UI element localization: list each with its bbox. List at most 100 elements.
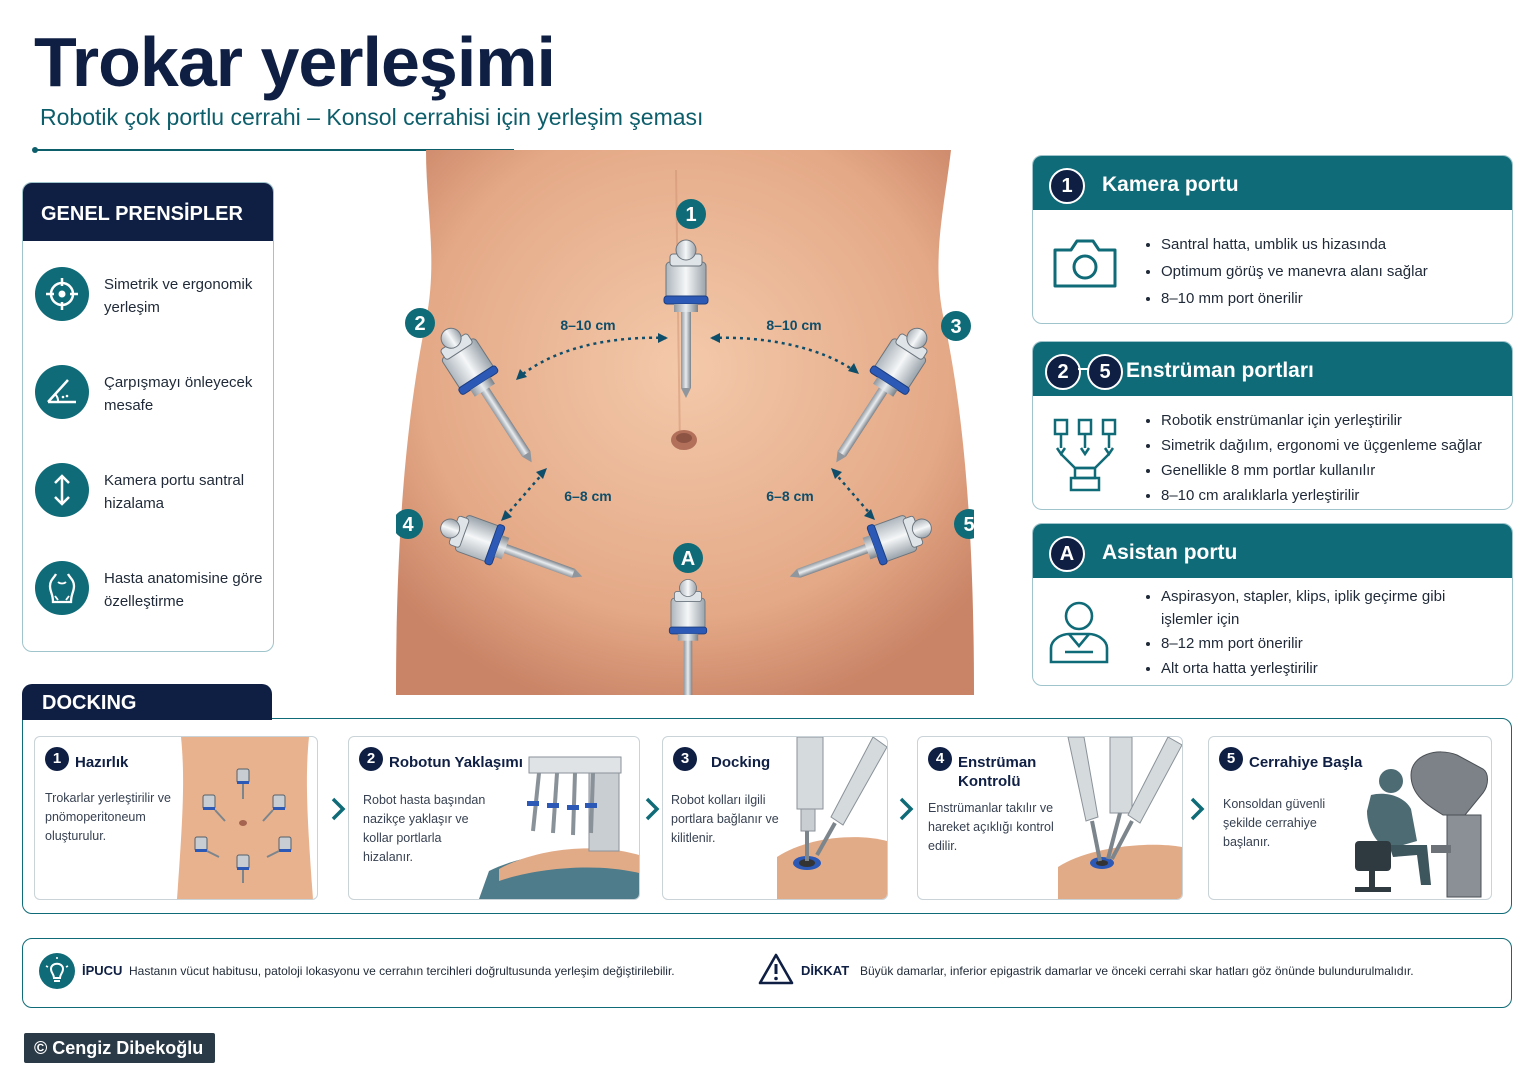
chevron-right-icon <box>1190 797 1205 821</box>
page-subtitle: Robotik çok portlu cerrahi – Konsol cerr… <box>40 104 704 130</box>
torso-icon <box>35 561 89 615</box>
principle-text: Çarpışmayı önleyecek mesafe <box>104 374 253 414</box>
principle-item: Çarpışmayı önleyecek mesafe <box>35 363 265 425</box>
svg-text:5: 5 <box>963 514 974 536</box>
title-divider <box>32 147 514 153</box>
warning-label: DİKKAT <box>801 963 850 978</box>
docking-step-3: 3 Docking Robot kolları ilgili portlara … <box>662 736 888 900</box>
assistant-port-card: A Asistan portu Aspirasyon, stapler, kli… <box>1032 523 1513 686</box>
distance-label-lower-right: 6–8 cm <box>766 488 813 504</box>
principle-item: Kamera portu santral hizalama <box>35 461 265 523</box>
instrument-ports-card: 2 5 Enstrüman portları Robotik enstrüman… <box>1032 341 1513 510</box>
step-number-badge: 2 <box>359 747 383 771</box>
robot-docking-illustration <box>777 737 887 899</box>
warning-text: Büyük damarlar, inferior epigastrik dama… <box>860 964 1414 978</box>
page-title: Trokar yerleşimi <box>34 23 556 101</box>
instrument-badge-connector <box>1078 368 1090 370</box>
tip-text: Hastanın vücut habitusu, patoloji lokasy… <box>129 964 675 978</box>
instrument-ports-bullet: 8–10 cm aralıklarla yerleştirilir <box>1161 483 1482 508</box>
docking-step-1: 1 Hazırlık Trokarlar yerleştirilir ve pn… <box>34 736 318 900</box>
assistant-port-bullets: Aspirasyon, stapler, klips, iplik geçirm… <box>1143 586 1481 680</box>
chevron-right-icon <box>645 797 660 821</box>
assistant-person-icon <box>1049 601 1109 664</box>
camera-icon <box>1053 239 1117 288</box>
chevron-right-icon <box>331 797 346 821</box>
instrument-ports-bullet: Simetrik dağılım, ergonomi ve üçgenleme … <box>1161 433 1482 458</box>
abdomen-port-diagram: 8–10 cm 8–10 cm 6–8 cm 6–8 cm 1 2 3 4 5 … <box>396 150 974 695</box>
docking-step-5: 5 Cerrahiye Başla Konsoldan güvenli şeki… <box>1208 736 1492 900</box>
step-text: Robot hasta başından nazikçe yaklaşır ve… <box>363 793 486 864</box>
chevron-right-icon <box>899 797 914 821</box>
svg-text:3: 3 <box>950 316 961 338</box>
assistant-port-bullet: Alt orta hatta yerleştirilir <box>1161 658 1481 681</box>
distance-label-upper-left: 8–10 cm <box>560 317 615 333</box>
assistant-port-bullet: 8–12 mm port önerilir <box>1161 633 1481 656</box>
camera-port-bullet: 8–10 mm port önerilir <box>1161 285 1428 312</box>
step-title: Enstrüman Kontrolü <box>958 754 1037 790</box>
step-title: Robotun Yaklaşımı <box>389 754 523 771</box>
tip-warning-bar <box>22 938 1512 1008</box>
copyright-badge: © Cengiz Dibekoğlu <box>24 1033 216 1063</box>
instrument-badge-end: 5 <box>1087 354 1123 390</box>
robot-approach-illustration <box>479 756 639 899</box>
camera-port-bullet: Santral hatta, umblik us hizasında <box>1161 231 1428 258</box>
assistant-port-header: A Asistan portu <box>1033 524 1512 578</box>
step-text: Enstrümanlar takılır ve hareket açıklığı… <box>928 801 1054 853</box>
port-badge-3: 3 <box>941 311 971 341</box>
step-title: Docking <box>711 754 771 771</box>
instrument-ports-bullet: Genellikle 8 mm portlar kullanılır <box>1161 458 1482 483</box>
port-badge-a: A <box>673 543 703 573</box>
step-title: Cerrahiye Başla <box>1249 754 1363 771</box>
surgeon-console-illustration <box>1355 751 1488 898</box>
step-title: Hazırlık <box>75 754 129 771</box>
prepared-abdomen-illustration <box>177 737 313 899</box>
step-number-badge: 1 <box>45 747 69 771</box>
step-text: Robot kolları ilgili portlara bağlanır v… <box>671 793 779 845</box>
step-number-badge: 4 <box>928 747 952 771</box>
step-number-badge: 5 <box>1219 747 1243 771</box>
principles-title: GENEL PRENSİPLER <box>23 183 273 241</box>
assistant-port-title: Asistan portu <box>1102 541 1238 564</box>
docking-title: DOCKING <box>22 684 272 720</box>
instrument-ports-bullets: Robotik enstrümanlar için yerleştirilir … <box>1143 408 1482 508</box>
docking-panel <box>22 718 1512 914</box>
camera-port-card: 1 Kamera portu Santral hatta, umblik us … <box>1032 155 1513 324</box>
docking-step-2: 2 Robotun Yaklaşımı Robot hasta başından… <box>348 736 640 900</box>
instrument-badge-start: 2 <box>1045 354 1081 390</box>
step-text: Konsoldan güvenli şekilde cerrahiye başl… <box>1223 797 1326 849</box>
step-number-badge: 3 <box>673 747 697 771</box>
principle-text: Simetrik ve ergonomik yerleşim <box>104 276 253 316</box>
assistant-port-bullet: Aspirasyon, stapler, klips, iplik geçirm… <box>1161 586 1481 631</box>
camera-port-bullets: Santral hatta, umblik us hizasında Optim… <box>1143 231 1428 312</box>
instrument-ports-bullet: Robotik enstrümanlar için yerleştirilir <box>1161 408 1482 433</box>
camera-port-bullet: Optimum görüş ve manevra alanı sağlar <box>1161 258 1428 285</box>
warning-triangle-icon <box>758 953 794 985</box>
docking-step-4: 4 Enstrüman Kontrolü Enstrümanlar takılı… <box>917 736 1183 900</box>
svg-text:4: 4 <box>402 514 414 536</box>
principle-text: Kamera portu santral hizalama <box>104 472 245 512</box>
lightbulb-icon <box>39 953 75 989</box>
principle-item: Simetrik ve ergonomik yerleşim <box>35 265 265 327</box>
instrument-control-illustration <box>1058 737 1182 899</box>
principles-panel: GENEL PRENSİPLER Simetrik ve ergonomik y… <box>22 182 274 652</box>
principle-text: Hasta anatomisine göre özelleştirme <box>104 570 263 610</box>
instrument-ports-title: Enstrüman portları <box>1126 359 1314 382</box>
step-text: Trokarlar yerleştirilir ve pnömoperitone… <box>45 791 171 843</box>
distance-label-upper-right: 8–10 cm <box>766 317 821 333</box>
camera-port-title: Kamera portu <box>1102 173 1239 196</box>
port-badge-4: 4 <box>396 509 423 539</box>
port-badge-1: 1 <box>676 199 706 229</box>
vertical-arrows-icon <box>35 463 89 517</box>
svg-text:A: A <box>681 548 695 570</box>
crosshair-icon <box>35 267 89 321</box>
tip-label: İPUCU <box>82 963 123 978</box>
svg-text:2: 2 <box>414 313 425 335</box>
port-badge-2: 2 <box>405 308 435 338</box>
port-badge-5: 5 <box>954 509 974 539</box>
instrument-ports-header: 2 5 Enstrüman portları <box>1033 342 1512 396</box>
camera-port-badge: 1 <box>1049 168 1085 204</box>
camera-port-header: 1 Kamera portu <box>1033 156 1512 210</box>
assistant-port-badge: A <box>1049 536 1085 572</box>
principle-item: Hasta anatomisine göre özelleştirme <box>35 559 265 621</box>
svg-text:1: 1 <box>685 204 696 226</box>
